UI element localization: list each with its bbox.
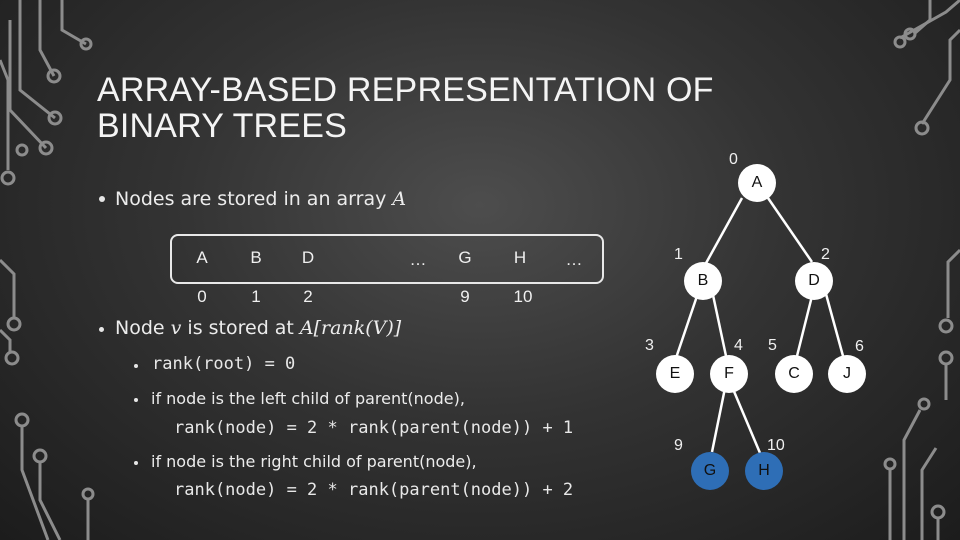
tree-node-F: F: [710, 355, 748, 393]
sub-bullet-dot: [134, 461, 138, 465]
bullet-nodes-stored-text: Nodes are stored in an array: [115, 188, 393, 210]
array-cell-10: H: [513, 248, 527, 267]
title-line-2: BINARY TREES: [97, 107, 347, 145]
array-index-2: 2: [303, 287, 313, 306]
tree-rank-2: 2: [821, 246, 830, 263]
rule-root-rank: rank(root) = 0: [152, 354, 296, 374]
tree-rank-4: 4: [734, 337, 743, 354]
array-index-1: 1: [251, 287, 261, 306]
tree-rank-10: 10: [767, 437, 785, 454]
array-cell-0: A: [196, 248, 208, 267]
bullet-dot: [99, 196, 105, 202]
array-index-9: 9: [460, 287, 470, 306]
bullet-nodes-stored: Nodes are stored in an array A: [115, 188, 406, 210]
bullet-dot: [99, 327, 104, 332]
rule-left-child-label: if node is the left child of parent(node…: [151, 389, 465, 408]
array-ellipsis-1: …: [409, 250, 427, 269]
array-index-0: 0: [197, 287, 207, 306]
tree-node-E: E: [656, 355, 694, 393]
rule-right-child-label: if node is the right child of parent(nod…: [151, 452, 477, 471]
array-ellipsis-2: …: [565, 250, 583, 269]
tree-node-C: C: [775, 355, 813, 393]
array-var: A: [392, 188, 407, 210]
edge-F-H: [731, 388, 762, 454]
slide-title: ARRAY-BASED REPRESENTATION OF BINARY TRE…: [97, 72, 797, 144]
edge-F-G: [710, 387, 727, 453]
edge-A-D: [766, 197, 814, 263]
edge-B-E: [674, 295, 699, 359]
rule-right-child-formula: rank(node) = 2 * rank(parent(node)) + 2: [174, 480, 574, 500]
array-box: [170, 234, 604, 284]
tree-rank-5: 5: [768, 337, 777, 354]
edge-B-F: [711, 294, 728, 357]
bullet-node-prefix: Node: [115, 317, 171, 339]
tree-node-A: A: [738, 164, 776, 202]
array-index-10: 10: [513, 287, 533, 306]
tree-rank-9: 9: [674, 437, 683, 454]
sub-bullet-dot: [134, 398, 138, 402]
node-var: v: [170, 317, 182, 339]
tree-node-B: B: [684, 262, 722, 300]
tree-node-G: G: [691, 452, 729, 490]
edge-A-B: [703, 197, 744, 266]
bullet-node-mid: is stored at: [181, 317, 300, 339]
tree-node-J: J: [828, 355, 866, 393]
sub-bullet-dot: [134, 364, 138, 368]
tree-node-H: H: [745, 452, 783, 490]
title-line-1: ARRAY-BASED REPRESENTATION OF: [97, 71, 714, 109]
tree-node-D: D: [795, 262, 833, 300]
tree-rank-6: 6: [855, 338, 864, 355]
array-cell-1: B: [250, 248, 262, 267]
rule-left-child-formula: rank(node) = 2 * rank(parent(node)) + 1: [174, 418, 574, 438]
edge-D-J: [824, 293, 845, 357]
array-cell-2: D: [301, 248, 315, 267]
tree-rank-3: 3: [645, 337, 654, 354]
edge-D-C: [795, 295, 814, 357]
bullet-node-stored-at: Node v is stored at A[rank(V)]: [115, 317, 401, 339]
tree-rank-0: 0: [729, 151, 738, 168]
array-cell-9: G: [458, 248, 472, 267]
tree-rank-1: 1: [674, 246, 683, 263]
rank-expression: A[rank(V)]: [299, 317, 402, 339]
